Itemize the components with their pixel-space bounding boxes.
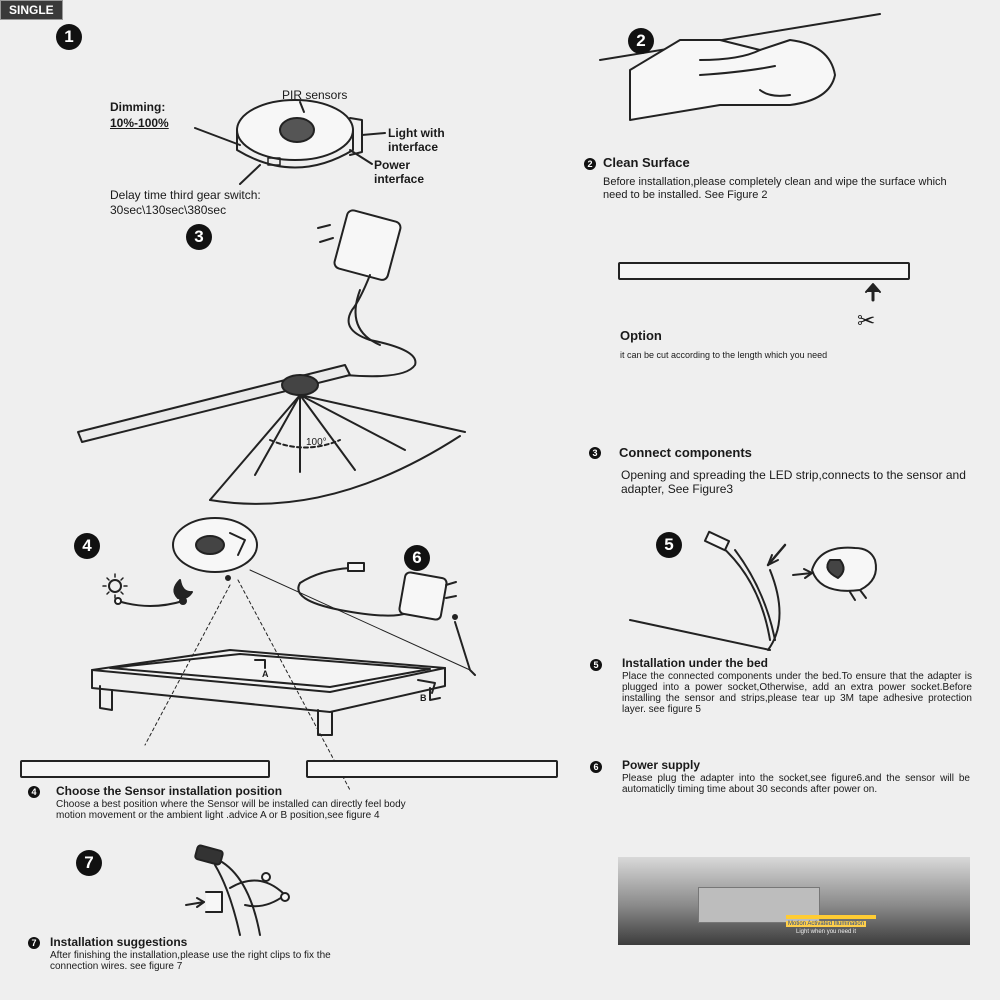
step-6-title: Power supply [622,758,701,772]
cut-arrow-drawing [865,283,881,302]
delay-time-values: 30sec\130sec\380sec [110,203,227,217]
step-7-bullet: 7 [28,937,40,949]
led-strip-option [618,262,910,280]
step-3-title: Connect components [619,445,752,460]
position-a-label: A [262,669,269,679]
option-text: it can be cut according to the length wh… [620,350,828,360]
step-7-title: Installation suggestions [50,935,188,949]
wire-clip-drawing [185,844,290,936]
step-3-text: Opening and spreading the LED strip,conn… [621,468,966,496]
hand-wiping-drawing [599,13,881,121]
led-strip-b [306,760,558,778]
step-2-title: Clean Surface [603,155,690,170]
sensor-unit-drawing [194,99,386,185]
step-6-bullet: 6 [590,761,602,773]
power-interface-label: Power interface [374,158,425,186]
option-title: Option [620,328,662,343]
dimming-range-label: 10%-100% [110,116,169,130]
led-strip-a [20,760,270,778]
step-4-title: Choose the Sensor installation position [56,784,283,798]
step-5-text: Place the connected components under the… [622,671,972,715]
bed-frame-drawing [91,517,476,791]
delay-time-title: Delay time third gear switch: [110,188,261,202]
photo-caption-2: Light when you need it [796,929,857,935]
adapter-strip-drawing [77,209,466,505]
step-7-text: After finishing the installation,please … [50,950,331,972]
figure-7-number: 7 [76,850,102,876]
step-4-bullet: 4 [28,786,40,798]
angle-label: 100° [306,437,327,448]
figure-5-number: 5 [656,532,682,558]
light-glow [786,915,876,919]
figure-3-number: 3 [186,224,212,250]
photo-caption-1: Motion Activated Illumination [786,921,867,927]
step-3-bullet: 3 [589,447,601,459]
figure-6-number: 6 [404,545,430,571]
step-5-title: Installation under the bed [622,656,769,670]
figure-2-number: 2 [628,28,654,54]
scissors-icon: ✂ [857,308,876,333]
step-2-text: Before installation,please completely cl… [603,176,947,201]
clip-install-drawing [629,530,877,651]
position-b-label: B [420,693,427,703]
step-4-text: Choose a best position where the Sensor … [56,799,406,821]
step-6-text: Please plug the adapter into the socket,… [622,773,970,795]
figure-1-number: 1 [56,24,82,50]
single-tag: SINGLE [0,0,63,20]
light-interface-label: Light with interface [388,126,445,154]
pir-sensors-label: PIR sensors [282,88,348,102]
figure-4-number: 4 [74,533,100,559]
bed-light-photo: Motion Activated Illumination Light when… [618,857,970,945]
dimming-label: Dimming: [110,100,166,114]
step-5-bullet: 5 [590,659,602,671]
step-2-bullet: 2 [584,158,596,170]
